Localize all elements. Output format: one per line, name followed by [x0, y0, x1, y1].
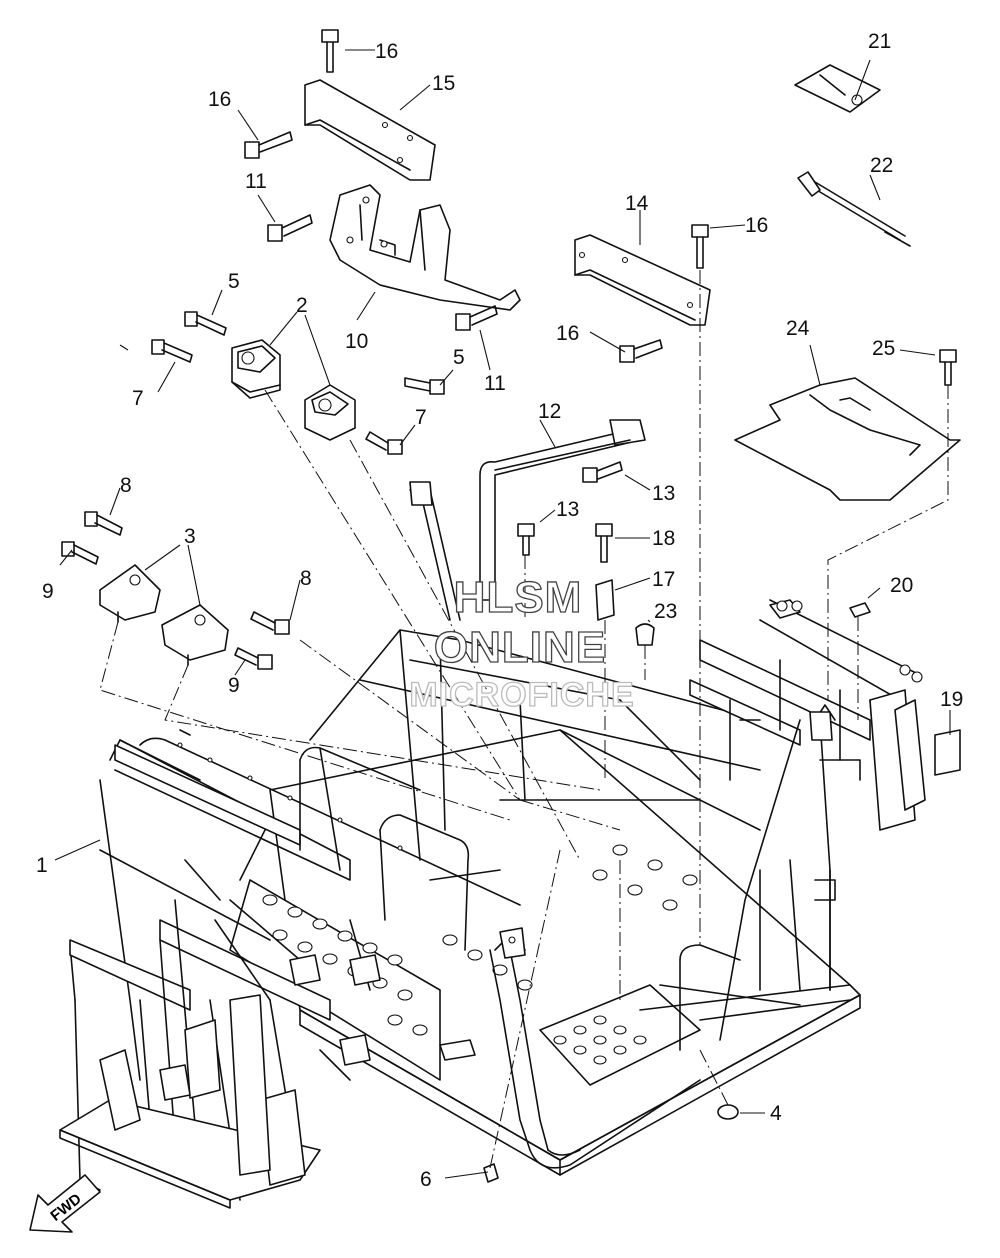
rod-part-22 — [797, 171, 911, 247]
callout-23: 23 — [654, 600, 677, 623]
callout-1: 1 — [36, 854, 48, 877]
callout-19: 19 — [940, 688, 963, 711]
callout-7a: 7 — [132, 387, 144, 410]
callout-22: 22 — [870, 154, 893, 177]
callout-16c: 16 — [745, 214, 768, 237]
callout-13a: 13 — [652, 482, 675, 505]
engine-mount-rubber-2b — [304, 384, 356, 441]
callout-10: 10 — [345, 330, 368, 353]
callout-8b: 8 — [300, 567, 312, 590]
watermark-line1: HLSM — [454, 573, 583, 622]
callout-4: 4 — [770, 1102, 782, 1125]
callout-9b: 9 — [228, 674, 240, 697]
callout-15: 15 — [432, 72, 455, 95]
cover-panel-24 — [734, 377, 961, 501]
callout-9a: 9 — [42, 580, 54, 603]
upper-mount-plate-left — [304, 79, 436, 181]
callout-2: 2 — [296, 294, 308, 317]
rear-bar-bracket — [479, 419, 646, 601]
callout-11b: 11 — [484, 372, 506, 395]
callout-20: 20 — [890, 574, 913, 597]
engine-mount-rubber-3a — [99, 564, 161, 623]
cap-part — [635, 623, 655, 646]
assembly-lines — [99, 270, 949, 1169]
callout-16b: 16 — [208, 88, 231, 111]
bolts — [61, 29, 957, 670]
engine-mount-rubber-2a — [231, 339, 281, 399]
callout-17: 17 — [652, 568, 675, 591]
callout-labels: 16 16 15 11 14 16 16 11 10 5 7 2 5 7 12 … — [36, 30, 963, 1191]
watermark-line2: ONLINE — [434, 623, 606, 672]
callout-12: 12 — [538, 400, 561, 423]
engine-mount-rubber-3b — [161, 604, 229, 666]
callout-14: 14 — [625, 192, 649, 215]
engine-mount-bracket — [329, 184, 521, 311]
watermark-line3: MICROFICHE — [409, 676, 634, 714]
main-frame — [59, 481, 926, 1209]
callout-21: 21 — [868, 30, 891, 53]
callout-25: 25 — [872, 337, 895, 360]
callout-13b: 13 — [556, 498, 579, 521]
callout-5a: 5 — [228, 270, 240, 293]
nut-part — [717, 1104, 739, 1120]
callout-24: 24 — [786, 317, 810, 340]
callout-3: 3 — [184, 525, 196, 548]
clip-part — [595, 579, 615, 621]
callout-6: 6 — [420, 1168, 432, 1191]
clip-6-part — [483, 1163, 499, 1183]
callout-16a: 16 — [375, 40, 398, 63]
callout-16d: 16 — [556, 322, 579, 345]
forward-arrow: FWD — [29, 1174, 101, 1233]
callout-7b: 7 — [415, 406, 427, 429]
callout-11a: 11 — [245, 170, 267, 193]
decal-label-21 — [794, 64, 881, 113]
callout-18: 18 — [652, 527, 675, 550]
decal-label-20 — [849, 602, 871, 618]
callout-8a: 8 — [120, 474, 132, 497]
decal-label-19 — [934, 729, 961, 776]
upper-mount-plate-right — [574, 234, 711, 326]
callout-5b: 5 — [453, 346, 465, 369]
leader-lines — [54, 49, 951, 1179]
watermark: HLSM ONLINE MICROFICHE — [409, 572, 635, 714]
